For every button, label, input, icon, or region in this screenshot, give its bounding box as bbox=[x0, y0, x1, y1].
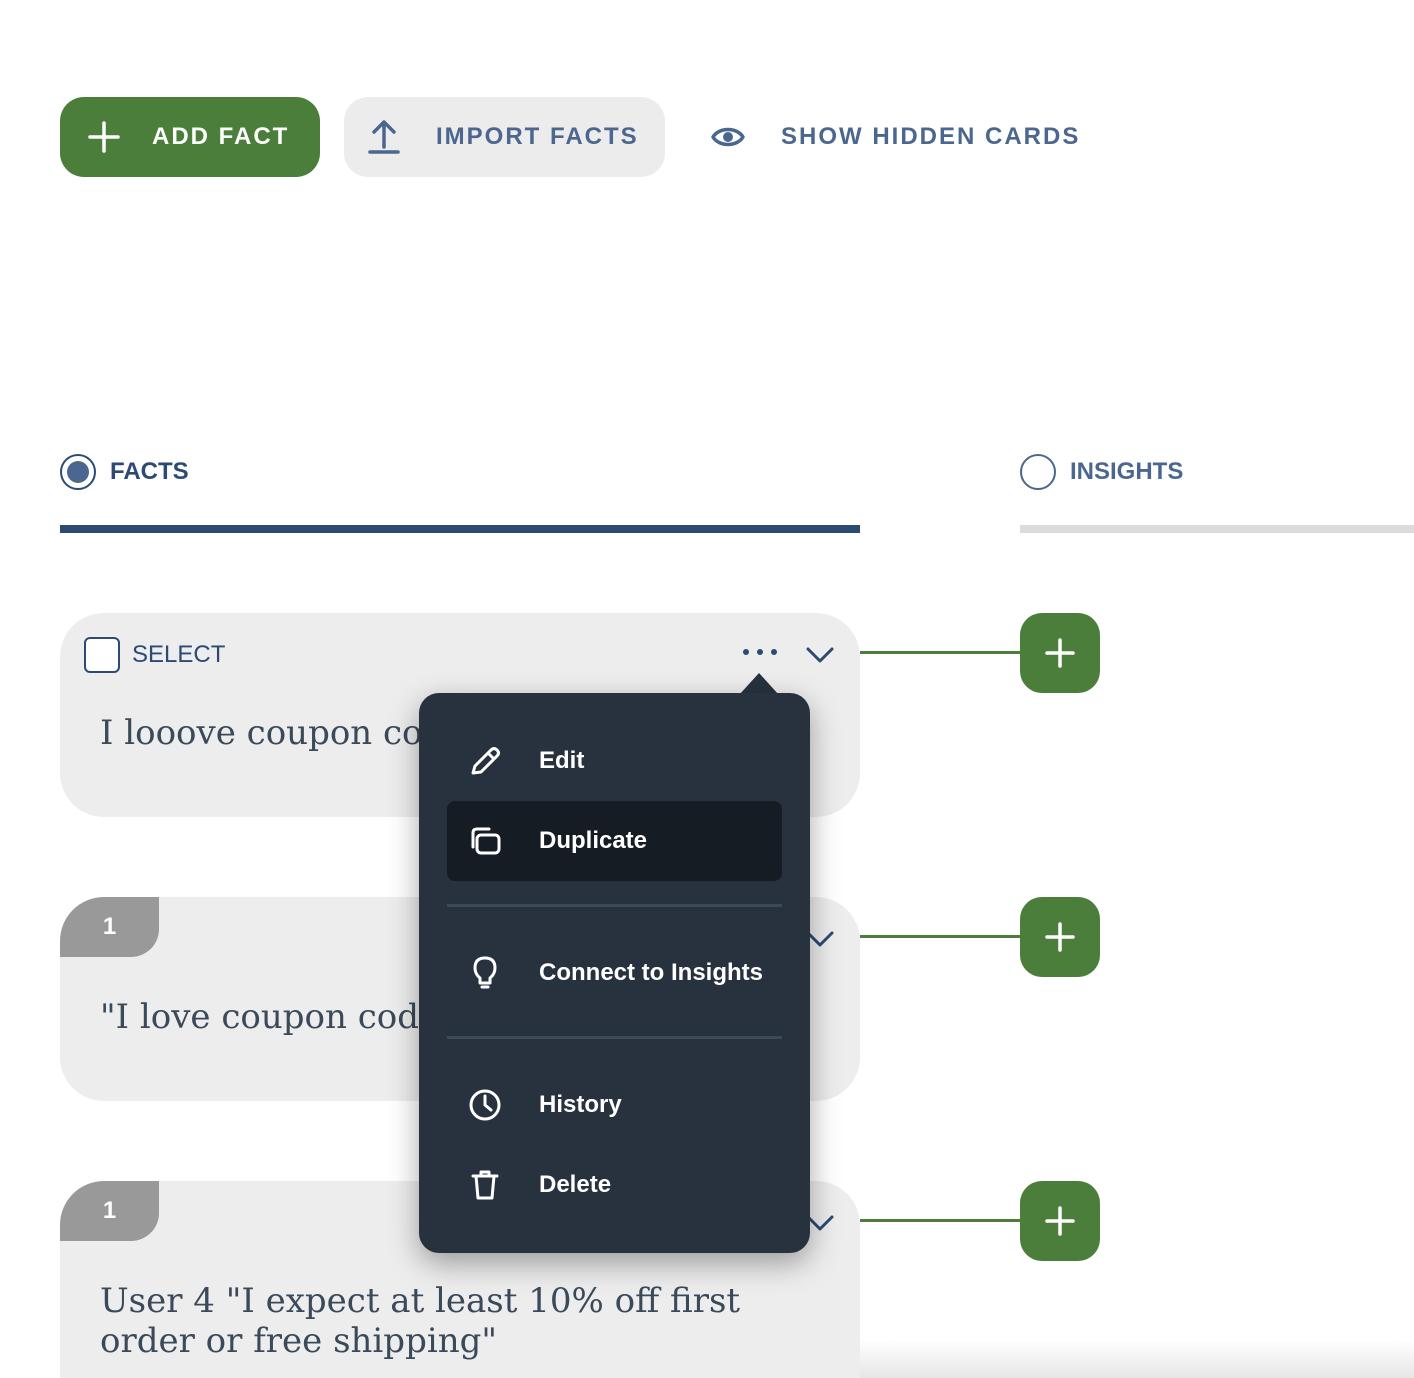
tab-facts-label: FACTS bbox=[110, 458, 189, 485]
pencil-icon bbox=[471, 747, 500, 775]
scroll-shadow bbox=[860, 1340, 1414, 1378]
checkbox-box[interactable] bbox=[84, 637, 120, 673]
add-insight-button[interactable] bbox=[1020, 897, 1100, 977]
fact-text: "I love coupon codes bbox=[100, 997, 457, 1037]
add-insight-button[interactable] bbox=[1020, 1181, 1100, 1261]
select-checkbox[interactable]: SELECT bbox=[84, 637, 225, 673]
import-facts-button[interactable]: IMPORT FACTS bbox=[344, 97, 665, 177]
card-connector bbox=[860, 651, 1020, 654]
menu-item-label: Connect to Insights bbox=[539, 959, 763, 986]
card-connector bbox=[860, 935, 1020, 938]
menu-caret bbox=[739, 673, 779, 695]
chevron-down-icon[interactable] bbox=[804, 1207, 836, 1239]
tab-insights[interactable]: INSIGHTS bbox=[1020, 450, 1183, 494]
fact-text: I looove coupon code bbox=[100, 713, 465, 753]
menu-item-label: Duplicate bbox=[539, 827, 648, 854]
plus-icon bbox=[88, 121, 120, 153]
select-label: SELECT bbox=[132, 641, 226, 668]
upload-icon bbox=[368, 120, 400, 154]
menu-item-delete[interactable]: Delete bbox=[447, 1145, 782, 1225]
eye-icon bbox=[711, 127, 745, 147]
add-insight-button[interactable] bbox=[1020, 613, 1100, 693]
more-options-icon[interactable] bbox=[740, 639, 780, 671]
tab-insights-label: INSIGHTS bbox=[1070, 458, 1184, 485]
menu-item-connect-to-insights[interactable]: Connect to Insights bbox=[447, 933, 782, 1013]
card-connector bbox=[860, 1219, 1020, 1222]
menu-divider bbox=[447, 1036, 782, 1039]
menu-item-duplicate[interactable]: Duplicate bbox=[447, 801, 782, 881]
context-menu: Edit Duplicate Connect to Insights Histo… bbox=[419, 693, 810, 1253]
lightbulb-icon bbox=[473, 956, 497, 989]
menu-item-history[interactable]: History bbox=[447, 1065, 782, 1145]
facts-radio[interactable] bbox=[60, 454, 96, 490]
trash-icon bbox=[471, 1170, 499, 1200]
tab-facts-underline bbox=[60, 525, 860, 533]
menu-divider bbox=[447, 904, 782, 907]
add-fact-label: ADD FACT bbox=[152, 123, 290, 150]
tab-insights-underline bbox=[1020, 525, 1414, 533]
chevron-down-icon[interactable] bbox=[804, 639, 836, 671]
duplicate-icon bbox=[471, 827, 501, 855]
tab-facts[interactable]: FACTS bbox=[60, 450, 189, 494]
menu-item-label: History bbox=[539, 1091, 622, 1118]
add-fact-button[interactable]: ADD FACT bbox=[60, 97, 320, 177]
plus-icon bbox=[1045, 922, 1075, 952]
show-hidden-cards-button[interactable]: SHOW HIDDEN CARDS bbox=[700, 97, 1120, 177]
fact-text: User 4 "I expect at least 10% off first … bbox=[100, 1281, 741, 1361]
plus-icon bbox=[1045, 1206, 1075, 1236]
show-hidden-cards-label: SHOW HIDDEN CARDS bbox=[781, 123, 1081, 150]
menu-item-label: Edit bbox=[539, 747, 585, 774]
menu-item-edit[interactable]: Edit bbox=[447, 721, 782, 801]
chevron-down-icon[interactable] bbox=[804, 923, 836, 955]
count-badge: 1 bbox=[60, 1181, 159, 1241]
insights-radio[interactable] bbox=[1020, 454, 1056, 490]
import-facts-label: IMPORT FACTS bbox=[436, 123, 639, 150]
clock-icon bbox=[469, 1089, 501, 1121]
count-badge: 1 bbox=[60, 897, 159, 957]
menu-item-label: Delete bbox=[539, 1171, 612, 1198]
plus-icon bbox=[1045, 638, 1075, 668]
